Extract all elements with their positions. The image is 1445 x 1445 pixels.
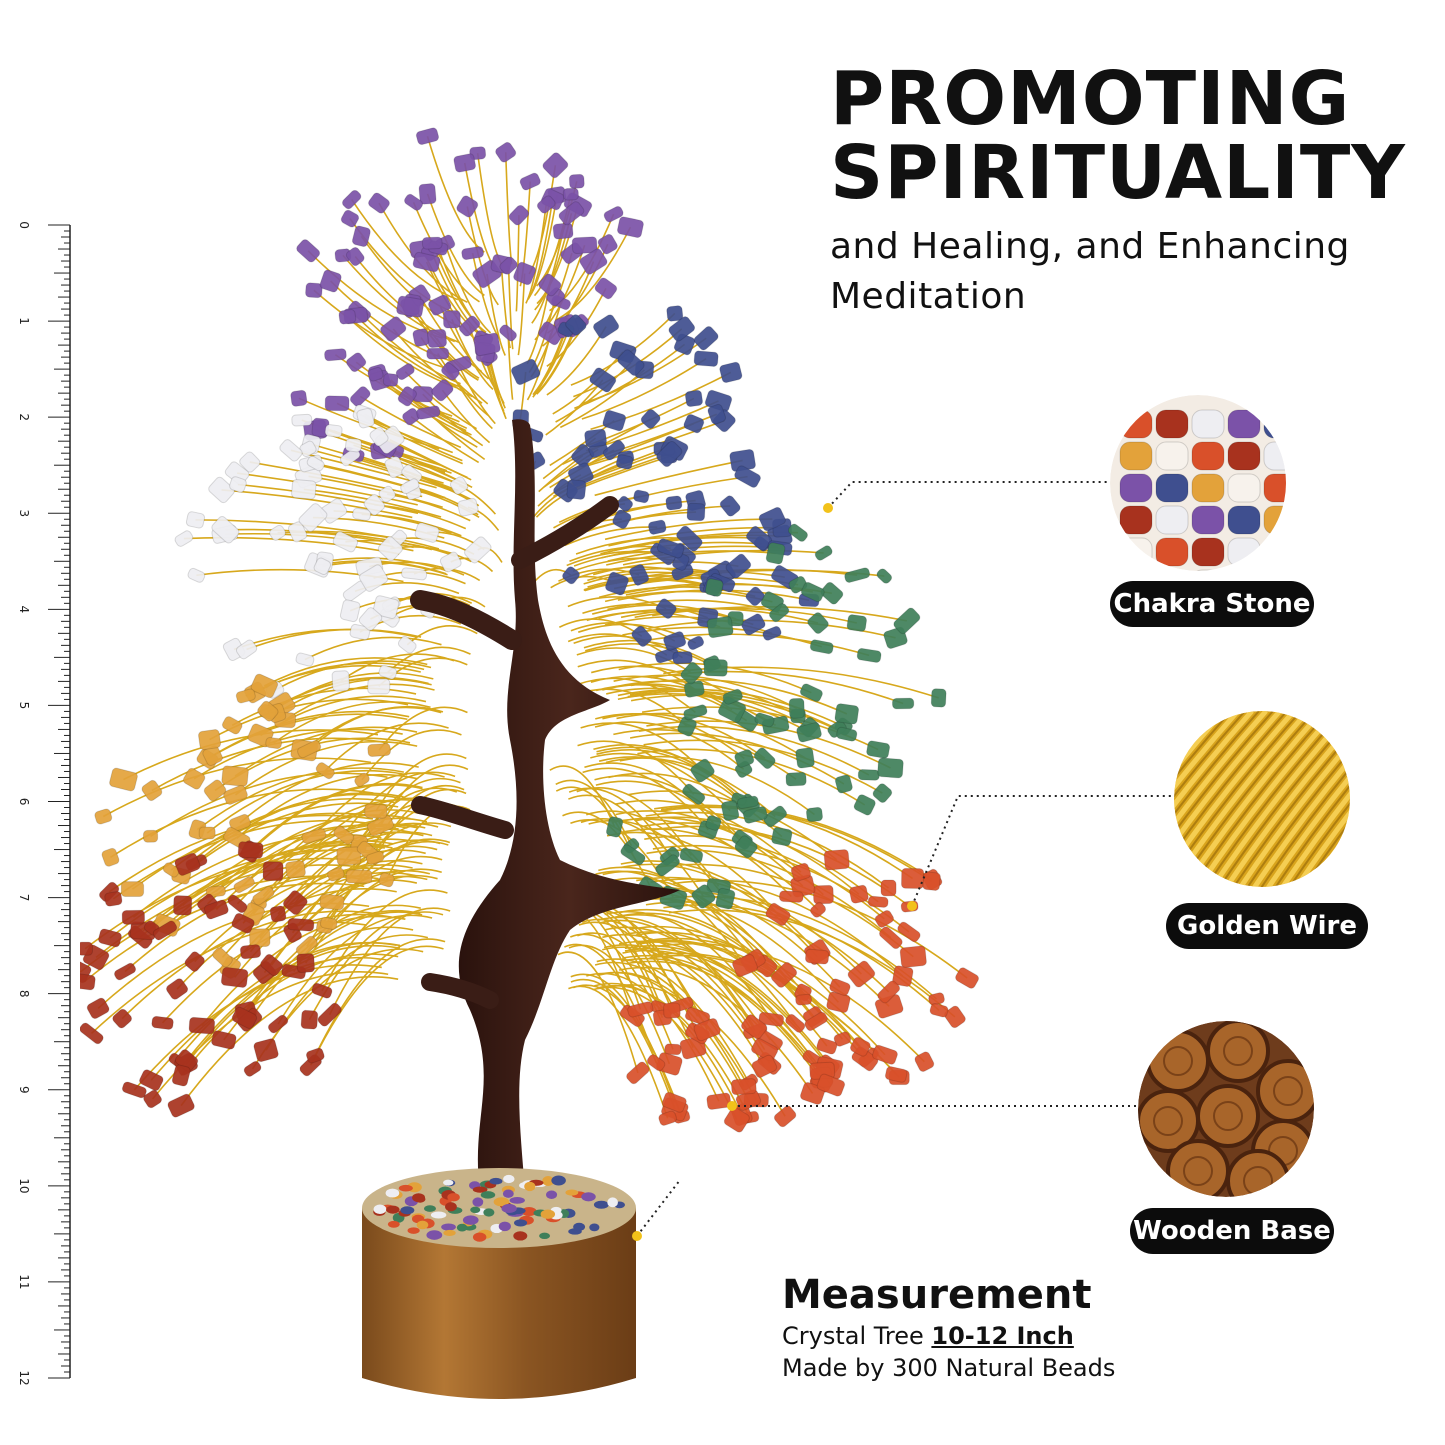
ruler-label: 6 (17, 798, 31, 806)
chakra-stone-label: Chakra Stone (1110, 581, 1314, 627)
headline-line-1: PROMOTING (830, 56, 1351, 142)
ruler-label: 2 (17, 413, 31, 421)
headline-line-2: SPIRITUALITY (830, 130, 1406, 216)
ruler-label: 5 (17, 702, 31, 710)
measurement-size-line: Crystal Tree 10-12 Inch (782, 1320, 1115, 1352)
gemstone-leaves (80, 127, 980, 1133)
ruler-label: 3 (17, 509, 31, 517)
ruler-label: 9 (17, 1086, 31, 1094)
size-prefix: Crystal Tree (782, 1322, 932, 1350)
crystal-tree-illustration (80, 127, 980, 1399)
ruler-label: 8 (17, 990, 31, 998)
size-value: 10-12 Inch (931, 1322, 1074, 1350)
chakra-stone-thumbnail (1110, 395, 1286, 571)
subheadline-line-1: and Healing, and Enhancing (830, 226, 1350, 267)
base-gem-chips (373, 1174, 626, 1242)
ruler-label: 7 (17, 894, 31, 902)
headline-block: PROMOTING SPIRITUALITY and Healing, and … (830, 62, 1406, 322)
golden-wire-label: Golden Wire (1166, 903, 1368, 949)
ruler-label: 11 (17, 1274, 31, 1289)
ruler-label: 12 (17, 1370, 31, 1385)
ruler-label: 4 (17, 606, 31, 614)
subheadline-line-2: Meditation (830, 276, 1027, 317)
measurement-block: Measurement Crystal Tree 10-12 Inch Made… (782, 1270, 1115, 1384)
golden-wire-thumbnail (1174, 711, 1350, 887)
ruler-label: 10 (17, 1178, 31, 1193)
wooden-base-label: Wooden Base (1130, 1208, 1334, 1254)
measurement-title: Measurement (782, 1272, 1092, 1318)
wooden-base-thumbnail (1138, 1021, 1314, 1197)
measurement-beads-line: Made by 300 Natural Beads (782, 1354, 1116, 1382)
wooden-base (362, 1168, 636, 1399)
ruler-label: 1 (17, 317, 31, 325)
tree-trunk (410, 419, 680, 1190)
ruler-label: 0 (17, 221, 31, 229)
ruler-ticks (48, 224, 71, 1379)
